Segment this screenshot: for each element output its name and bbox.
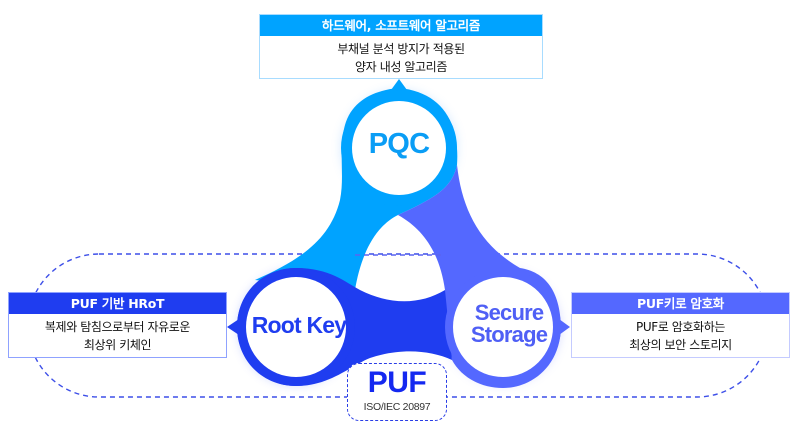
root-key-info-line1: 복제와 탐침으로부터 자유로운 [44, 320, 191, 334]
root-key-info-line2: 최상위 키체인 [83, 338, 152, 352]
secure-storage-info-header: PUF키로 암호화 [572, 293, 789, 314]
secure-storage-pointer [559, 319, 570, 335]
pqc-info-box: 하드웨어, 소프트웨어 알고리즘 부채널 분석 방지가 적용된 양자 내성 알고… [259, 14, 543, 79]
secure-storage-label-line2: Storage [470, 322, 548, 347]
root-key-label: Root Key [251, 312, 347, 338]
root-key-info-box: PUF 기반 HRoT 복제와 탐침으로부터 자유로운 최상위 키체인 [8, 292, 227, 358]
pqc-info-body: 부채널 분석 방지가 적용된 양자 내성 알고리즘 [260, 36, 542, 76]
secure-storage-label: Secure Storage [450, 302, 568, 346]
pqc-info-line2: 양자 내성 알고리즘 [355, 60, 447, 74]
pqc-info-line1: 부채널 분석 방지가 적용된 [337, 42, 465, 56]
pqc-node [352, 101, 446, 195]
puf-standard: ISO/IEC 20897 [363, 401, 431, 413]
pqc-pointer [391, 79, 407, 90]
pqc-info-header: 하드웨어, 소프트웨어 알고리즘 [260, 15, 542, 36]
pqc-label: PQC [368, 128, 430, 160]
root-key-info-body: 복제와 탐침으로부터 자유로운 최상위 키체인 [9, 314, 226, 354]
secure-storage-node [453, 277, 553, 377]
secure-storage-label-line1: Secure [474, 300, 544, 325]
secure-storage-info-body: PUF로 암호화하는 최상의 보안 스토리지 [572, 314, 789, 354]
puf-badge: PUF ISO/IEC 20897 [347, 363, 447, 421]
puf-title: PUF [367, 366, 427, 399]
secure-storage-info-line2: 최상의 보안 스토리지 [629, 338, 732, 352]
secure-storage-info-line1: PUF로 암호화하는 [636, 320, 725, 334]
root-key-node [246, 277, 346, 377]
root-key-pointer [227, 319, 239, 335]
secure-storage-info-box: PUF키로 암호화 PUF로 암호화하는 최상의 보안 스토리지 [571, 292, 790, 358]
root-key-info-header: PUF 기반 HRoT [9, 293, 226, 314]
